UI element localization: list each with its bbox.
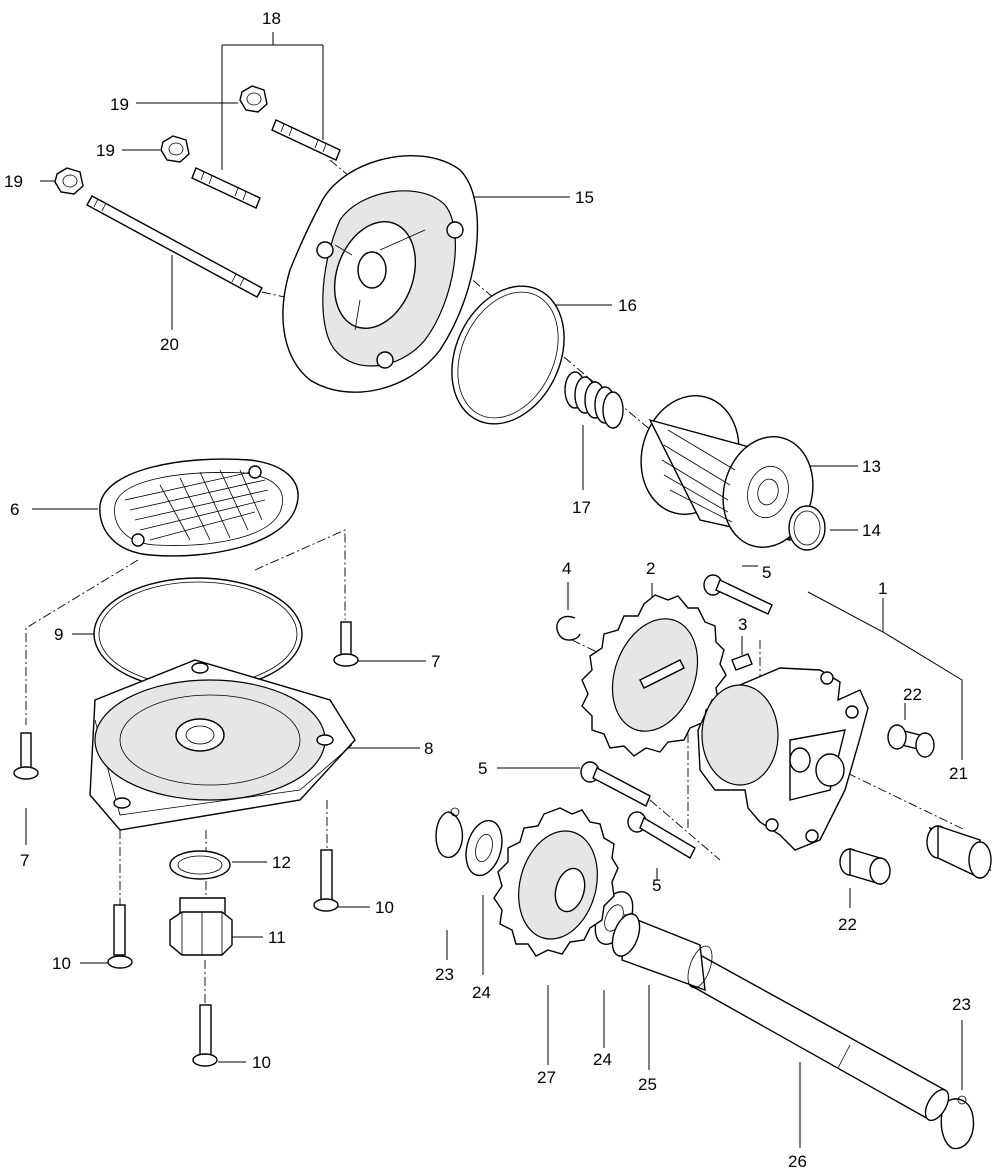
callout-7-left: 7	[20, 851, 29, 870]
callout-19-mid: 19	[96, 141, 115, 160]
circlip-4	[556, 615, 581, 641]
spring-17	[564, 371, 624, 429]
stud-18-lower	[191, 167, 261, 209]
callout-24-right: 24	[593, 1050, 612, 1069]
bolt-7-right	[333, 621, 359, 667]
filter-cover-15	[282, 155, 479, 393]
washer-24-left	[465, 819, 503, 877]
bolt-5-low	[627, 811, 696, 859]
callout-5-top: 5	[762, 563, 771, 582]
callout-12: 12	[272, 853, 291, 872]
bolt-5-mid	[580, 761, 651, 807]
callout-6: 6	[10, 500, 19, 519]
collar-25	[611, 913, 713, 992]
circlip-23-left	[435, 807, 464, 858]
callout-22-lower: 22	[838, 915, 857, 934]
callout-19-left: 19	[4, 172, 23, 191]
callout-24-left: 24	[472, 983, 491, 1002]
bolt-5-top	[703, 574, 773, 615]
callout-16: 16	[618, 296, 637, 315]
callout-2: 2	[646, 559, 655, 578]
nut-19-mid	[160, 135, 190, 163]
pin-3	[731, 653, 753, 671]
drain-plug-11	[169, 897, 233, 956]
pump-body-1	[697, 667, 869, 851]
callout-8: 8	[424, 739, 433, 758]
leader-lines	[25, 32, 966, 1148]
sleeve-21	[926, 825, 992, 880]
gear-2	[581, 594, 727, 757]
o-ring-14	[788, 505, 826, 551]
gear-27	[493, 807, 619, 957]
bolt-10-bottom	[192, 1004, 218, 1067]
callout-26: 26	[788, 1152, 807, 1171]
shaft-26	[689, 953, 950, 1122]
o-ring-16	[451, 285, 565, 425]
nut-19-top	[239, 85, 268, 113]
bolt-10-left	[107, 904, 133, 969]
callout-1: 1	[878, 579, 887, 598]
stud-20-long	[86, 195, 263, 298]
callout-4: 4	[562, 559, 571, 578]
callout-18: 18	[262, 9, 281, 28]
callout-23-left: 23	[435, 965, 454, 984]
callout-9: 9	[54, 625, 63, 644]
nut-19-left	[54, 167, 84, 195]
callout-5-mid: 5	[478, 759, 487, 778]
circlip-23-right	[940, 1095, 975, 1150]
stud-18-upper	[271, 119, 341, 161]
callout-14: 14	[862, 521, 881, 540]
callout-27: 27	[537, 1068, 556, 1087]
callout-21: 21	[949, 764, 968, 783]
bolt-7-left	[13, 732, 39, 780]
callout-10-right: 10	[375, 898, 394, 917]
callout-19-top: 19	[110, 95, 129, 114]
callout-15: 15	[575, 188, 594, 207]
callout-3: 3	[738, 615, 747, 634]
callout-7-right: 7	[431, 652, 440, 671]
callout-10-bottom: 10	[252, 1053, 271, 1072]
callout-25: 25	[638, 1075, 657, 1094]
callout-labels: 18 19 19 19 15 20 16 17 13 14 6 9 7 8 7 …	[4, 9, 971, 1171]
callout-5-low: 5	[652, 876, 661, 895]
callout-22-upper: 22	[903, 685, 922, 704]
bushing-22-lower	[839, 848, 891, 885]
callout-10-left: 10	[52, 954, 71, 973]
washer-12	[169, 850, 231, 880]
callout-23-right: 23	[952, 995, 971, 1014]
strainer-6	[99, 458, 299, 557]
callout-13: 13	[862, 457, 881, 476]
bolt-10-right	[313, 849, 339, 912]
callout-11: 11	[268, 928, 286, 947]
cover-plate-8	[89, 659, 356, 831]
callout-20: 20	[160, 335, 179, 354]
callout-17: 17	[572, 498, 591, 517]
bushing-22-upper	[887, 724, 935, 758]
